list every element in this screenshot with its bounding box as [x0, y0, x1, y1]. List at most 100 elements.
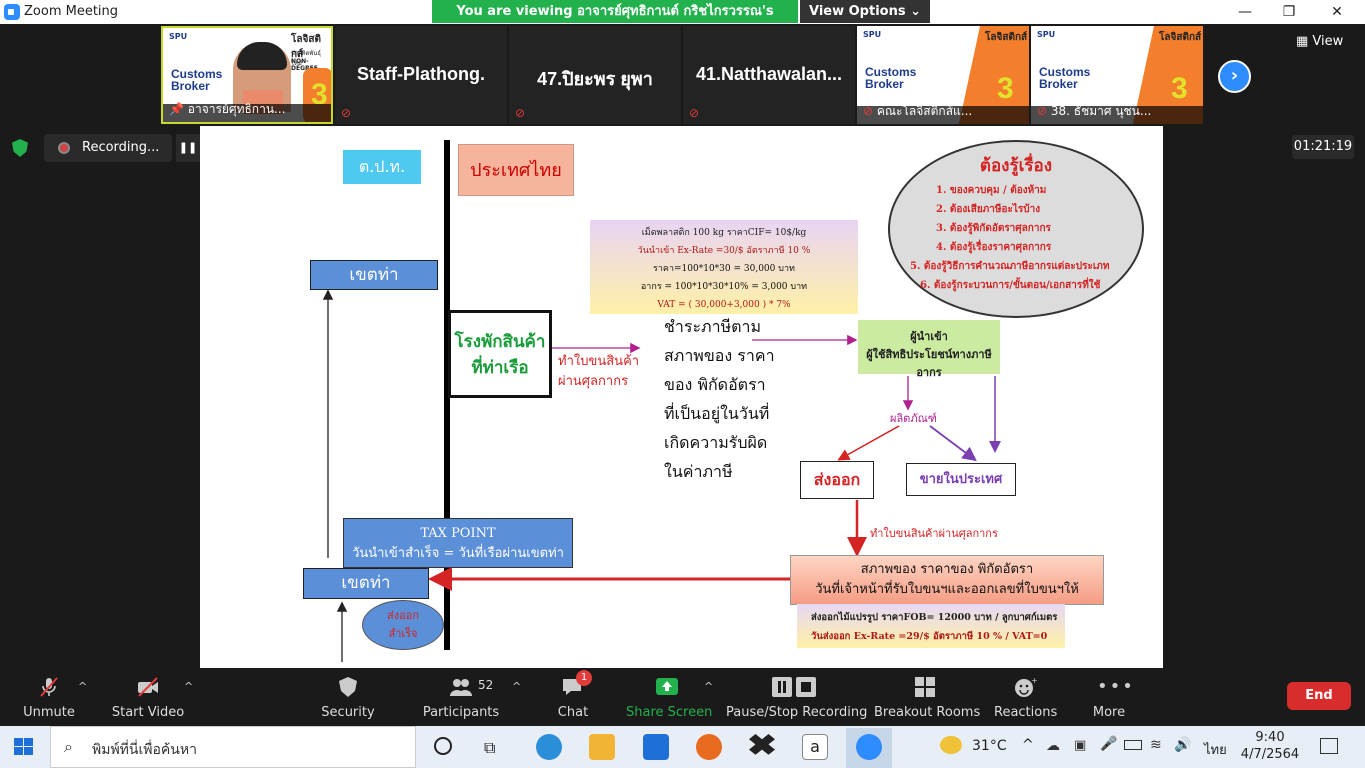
mic-muted-icon: ⊘ [515, 106, 526, 120]
firefox-icon[interactable] [696, 734, 722, 760]
participant-tile[interactable]: 47.ปิยะพร ยุพา ⊘ [509, 26, 681, 124]
thumb-nd: NON-DEGREE [291, 58, 318, 72]
mic-muted-icon [40, 677, 58, 697]
chevron-right-icon: › [1230, 65, 1239, 86]
battery-icon[interactable] [1124, 740, 1142, 750]
more-dots-icon: ••• [1097, 676, 1135, 697]
next-page-button[interactable]: › [1218, 60, 1251, 93]
file-explorer-icon[interactable] [589, 734, 615, 760]
start-video-button[interactable]: Start Video [108, 668, 188, 726]
security-shield-icon [339, 677, 357, 697]
taskbar-search-placeholder: พิมพ์ที่นี่เพื่อค้นหา [92, 742, 197, 758]
mail-icon[interactable] [643, 734, 669, 760]
security-button[interactable]: Security [318, 668, 378, 726]
chat-icon [563, 679, 581, 695]
task-view-icon[interactable]: ⧉ [484, 738, 496, 757]
mic-muted-icon: ⊘ [689, 106, 700, 120]
thumb-brand: SPU [169, 32, 188, 41]
chat-badge: 1 [576, 670, 592, 686]
zoom-app-icon[interactable] [856, 734, 882, 760]
weather-temp: 31°C [972, 738, 1007, 754]
participant-tile[interactable]: Staff-Plathong. ⊘ [335, 26, 507, 124]
must-know-oval: ต้องรู้เรื่อง 1. ของควบคุม / ต้องห้าม 2.… [888, 140, 1144, 318]
wifi-icon[interactable]: ≋ [1150, 737, 1162, 753]
notifications-icon[interactable] [1320, 738, 1338, 754]
participants-options-caret[interactable]: ^ [512, 680, 522, 693]
camera-icon[interactable]: ▣ [1074, 738, 1087, 753]
mic-muted-icon: ⊘ [341, 106, 352, 120]
view-options-button[interactable]: View Options ⌄ [800, 0, 930, 23]
export-condition-box: สภาพของ ราคาของ พิกัดอัตราวันที่เจ้าหน้า… [790, 555, 1104, 605]
participant-name: 41.Natthawalan... [695, 64, 843, 84]
end-meeting-button[interactable]: End [1287, 682, 1351, 710]
import-calc-box: เม็ดพลาสติก 100 kg ราคาCIF= 10$/kg วันนำ… [590, 220, 858, 314]
video-options-caret[interactable]: ^ [184, 680, 194, 693]
microphone-icon[interactable]: 🎤 [1100, 736, 1118, 752]
svg-text:+: + [1031, 676, 1037, 685]
participants-button[interactable]: 52 Participants [422, 678, 500, 720]
tax-rule-text: ชำระภาษีตาม สภาพของ ราคา ของ พิกัดอัตรา … [664, 317, 775, 481]
minimize-button[interactable]: — [1238, 4, 1252, 20]
shared-screen-slide: ต.ป.ท. ประเทศไทย เขตท่า โรงพักสินค้า ที่… [200, 126, 1163, 668]
weather-icon[interactable] [940, 736, 962, 754]
pause-recording-button[interactable]: ❚❚ [176, 134, 200, 162]
tile-caption: 📌 อาจารย์ศุทธิกาน... [169, 102, 286, 116]
thumb-cb2: Broker [171, 79, 210, 93]
pause-stop-recording-button[interactable]: Pause/Stop Recording [726, 668, 867, 726]
taskbar-search-box[interactable] [50, 726, 416, 768]
share-screen-button[interactable]: Share Screen [626, 668, 712, 726]
chat-button[interactable]: 1 Chat [548, 668, 598, 726]
more-button[interactable]: ••• More [1092, 676, 1135, 720]
port-zone-bottom: เขตท่า [303, 568, 429, 599]
reactions-button[interactable]: + Reactions [994, 676, 1058, 720]
amazon-icon[interactable]: a [802, 734, 828, 760]
onedrive-cloud-icon[interactable]: ☁ [1046, 738, 1060, 754]
domestic-sale-box: ขายในประเทศ [906, 463, 1016, 496]
view-button[interactable]: ▦ View [1296, 34, 1344, 49]
tpt-label: ต.ป.ท. [343, 150, 421, 184]
customs-clearance-label: ทำใบขนสินค้าผ่านศุลกากร [558, 354, 640, 389]
participants-icon [450, 679, 472, 696]
viewing-banner: You are viewing อาจารย์ศุทธิกานต์ กริชไก… [432, 0, 798, 42]
thumb-sub: บัณฑิตพันธุ์ใหม่ [291, 50, 321, 67]
encryption-shield-icon[interactable] [12, 139, 28, 157]
zoom-logo-icon [4, 4, 20, 20]
importer-box: ผู้นำเข้าผู้ใช้สิทธิประโยชน์ทางภาษีอากร [858, 320, 1000, 379]
tile-caption: ⊘ คณะโลจิสติกส์แ... [863, 104, 973, 118]
thailand-label: ประเทศไทย [458, 144, 574, 196]
video-off-icon [138, 677, 158, 697]
show-hidden-icons-chevron-icon[interactable]: ^ [1022, 737, 1034, 753]
participant-name: 47.ปิยะพร ยุพา [537, 69, 653, 89]
input-language[interactable]: ไทย [1204, 743, 1227, 758]
maximize-button[interactable]: ❐ [1282, 4, 1296, 20]
unmute-button[interactable]: Unmute [16, 668, 82, 726]
search-icon: ⌕ [64, 737, 73, 756]
volume-icon[interactable]: 🔊 [1174, 737, 1192, 753]
participant-name: Staff-Plathong. [357, 64, 485, 84]
reactions-smiley-icon: + [1015, 676, 1037, 697]
meeting-toolbar: Unmute ^ Start Video ^ Security 52 Parti… [0, 668, 1365, 726]
breakout-rooms-button[interactable]: Breakout Rooms [874, 668, 980, 726]
dropbox-icon[interactable] [749, 734, 775, 755]
recording-dot-icon [58, 142, 70, 154]
share-options-caret[interactable]: ^ [704, 680, 714, 693]
export-clearance-label: ทำใบขนสินค้าผ่านศุลกากร [870, 527, 998, 540]
unmute-options-caret[interactable]: ^ [78, 680, 88, 693]
port-zone-top: เขตท่า [310, 260, 438, 290]
windows-start-icon[interactable] [14, 738, 34, 756]
export-success-oval: ส่งออกสำเร็จ [362, 600, 444, 650]
pause-stop-icon [772, 677, 816, 697]
participant-tile[interactable]: 41.Natthawalan... ⊘ [683, 26, 855, 124]
port-warehouse: โรงพักสินค้า ที่ท่าเรือ [448, 310, 552, 398]
cortana-icon[interactable] [434, 737, 452, 755]
breakout-rooms-icon [915, 677, 935, 697]
recording-label: Recording... [82, 140, 160, 155]
must-know-title: ต้องรู้เรื่อง [979, 156, 1053, 176]
edge-browser-icon[interactable] [536, 734, 562, 760]
close-button[interactable]: ✕ [1331, 4, 1343, 20]
